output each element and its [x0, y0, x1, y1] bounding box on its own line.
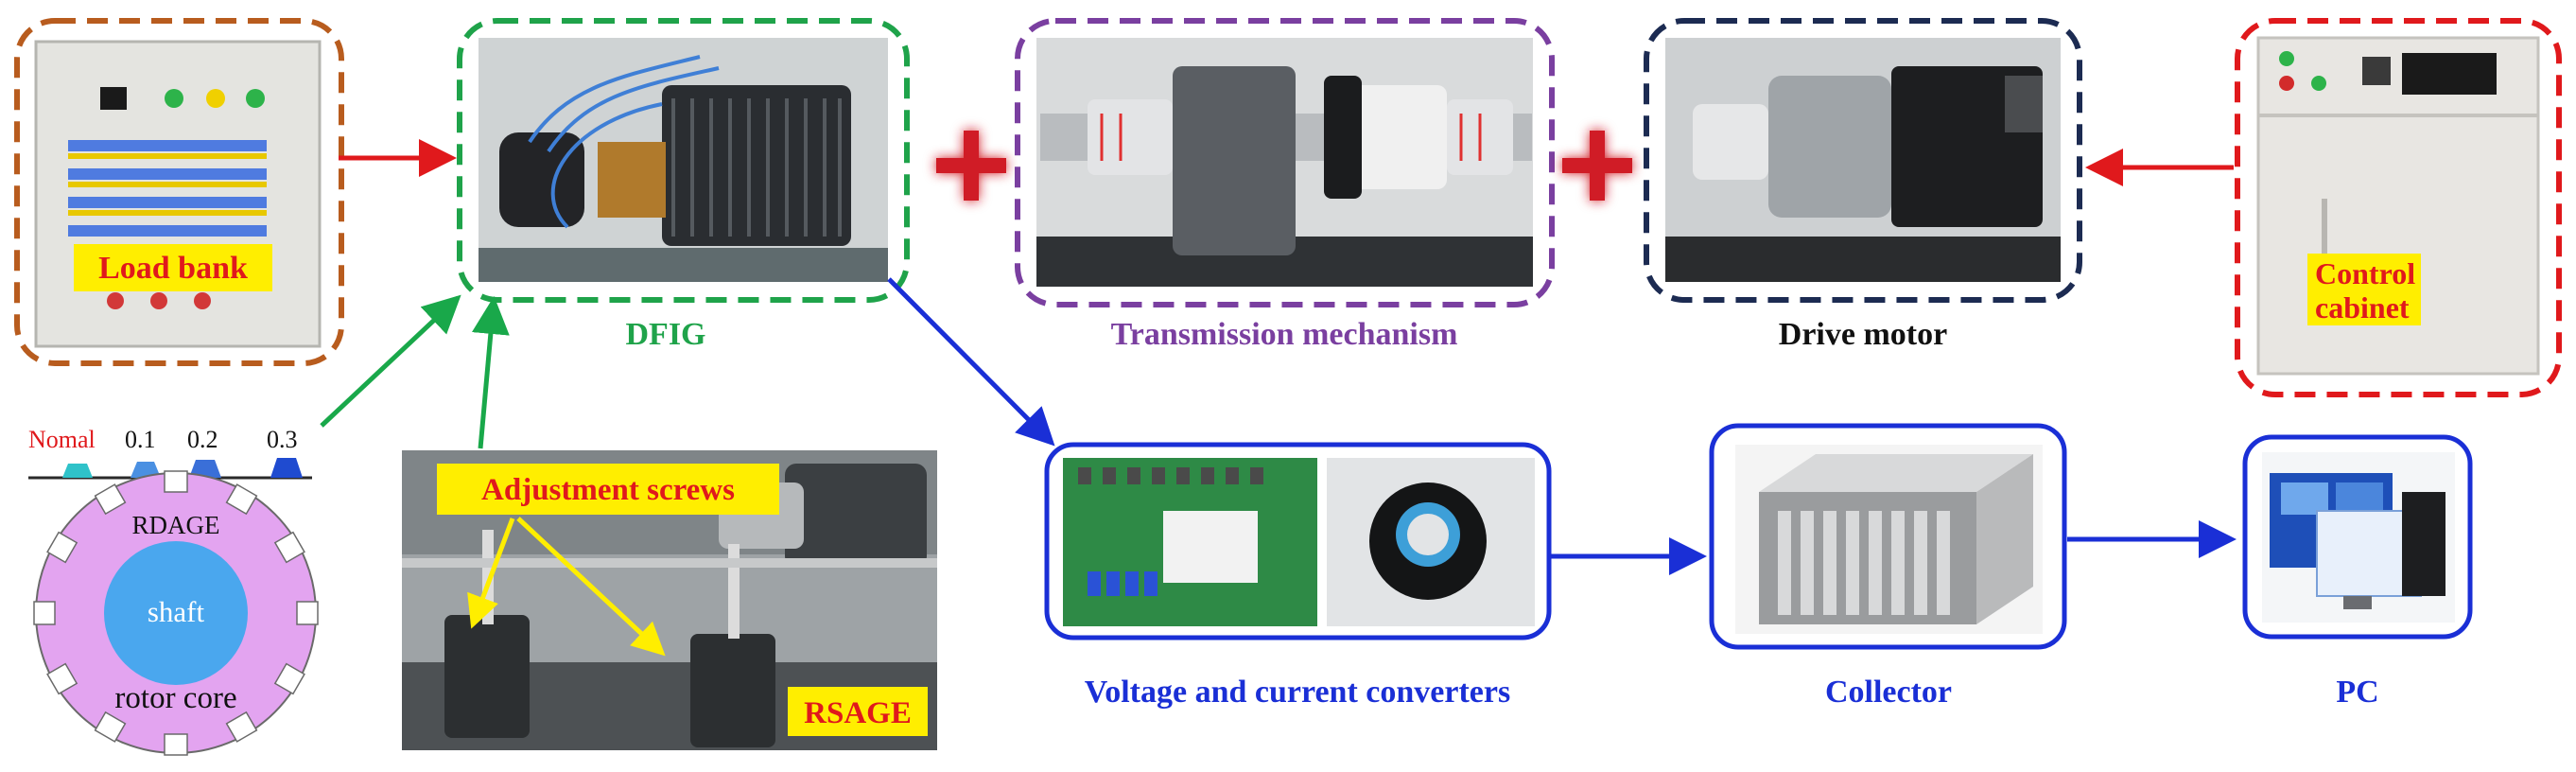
converters-frame: [1044, 442, 1552, 640]
drive-motor-panel: Drive motor: [1644, 18, 2082, 352]
control-cabinet-label-line1: Control: [2315, 256, 2415, 290]
dfig-panel: DFIG: [457, 18, 910, 352]
control-cabinet-panel: Control cabinet: [2235, 18, 2562, 397]
control-cabinet-label-bg: [2307, 254, 2421, 325]
scale-marker-0-2: [189, 460, 221, 478]
load-bank-panel: Load bank: [14, 18, 344, 366]
load-bank-label-bg: [74, 244, 272, 291]
control-cabinet-frame: [2235, 18, 2562, 397]
screws-to-dfig-arrow: [471, 296, 510, 449]
pc-frame: [2242, 434, 2473, 640]
drive-motor-label: Drive motor: [1779, 317, 1947, 352]
scale-marker-0-3: [270, 458, 303, 478]
plus-icon: [1562, 131, 1632, 201]
transmission-frame: [1015, 18, 1555, 307]
shaft-circle: [104, 541, 248, 685]
rsage-photo-panel: Adjustment screws RSAGE: [402, 450, 937, 750]
control-cabinet-label-line2: cabinet: [2315, 290, 2410, 325]
adjustment-screws-label: Adjustment screws: [481, 473, 735, 507]
transmission-panel: Transmission mechanism: [1015, 18, 1555, 352]
plus-icon: [936, 131, 1006, 201]
adjustment-screws-label-bg: [437, 464, 779, 515]
dfig-to-converters-arrow: [887, 277, 1055, 447]
screw-arrow-left: [467, 518, 515, 629]
rsage-label: RSAGE: [804, 696, 912, 730]
scale-label-0-3: 0.3: [267, 426, 298, 453]
collector-frame: [1709, 423, 2067, 650]
scale-label-0-1: 0.1: [125, 426, 156, 453]
rdage-label: RDAGE: [132, 511, 220, 539]
collector-label: Collector: [1825, 675, 1952, 710]
converters-panel: Voltage and current converters: [1044, 442, 1552, 710]
rotor-diagram: Nomal 0.1 0.2 0.3 RDAGE shaft rotor core: [28, 426, 319, 756]
drive-motor-frame: [1644, 18, 2082, 303]
transmission-label: Transmission mechanism: [1111, 317, 1458, 352]
scale-marker-normal: [62, 464, 93, 478]
scale-marker-0-1: [131, 462, 161, 478]
load-bank-photo: [36, 42, 320, 346]
rotor-to-dfig-arrow: [320, 294, 461, 428]
collector-panel: Collector: [1709, 423, 2067, 710]
load-bank-frame: [14, 18, 344, 366]
screw-arrow-right: [516, 517, 666, 657]
shaft-label: shaft: [148, 595, 205, 628]
scale-label-normal: Nomal: [28, 426, 96, 453]
pc-panel: PC: [2242, 434, 2473, 710]
dfig-label: DFIG: [626, 317, 706, 352]
dfig-frame: [457, 18, 910, 303]
converters-label: Voltage and current converters: [1085, 675, 1510, 710]
pc-label: PC: [2336, 675, 2378, 710]
rotor-slots: [33, 470, 319, 756]
load-bank-label: Load bank: [98, 251, 248, 286]
rotor-core-label: rotor core: [114, 681, 236, 715]
rsage-label-bg: [788, 687, 928, 736]
scale-label-0-2: 0.2: [187, 426, 218, 453]
